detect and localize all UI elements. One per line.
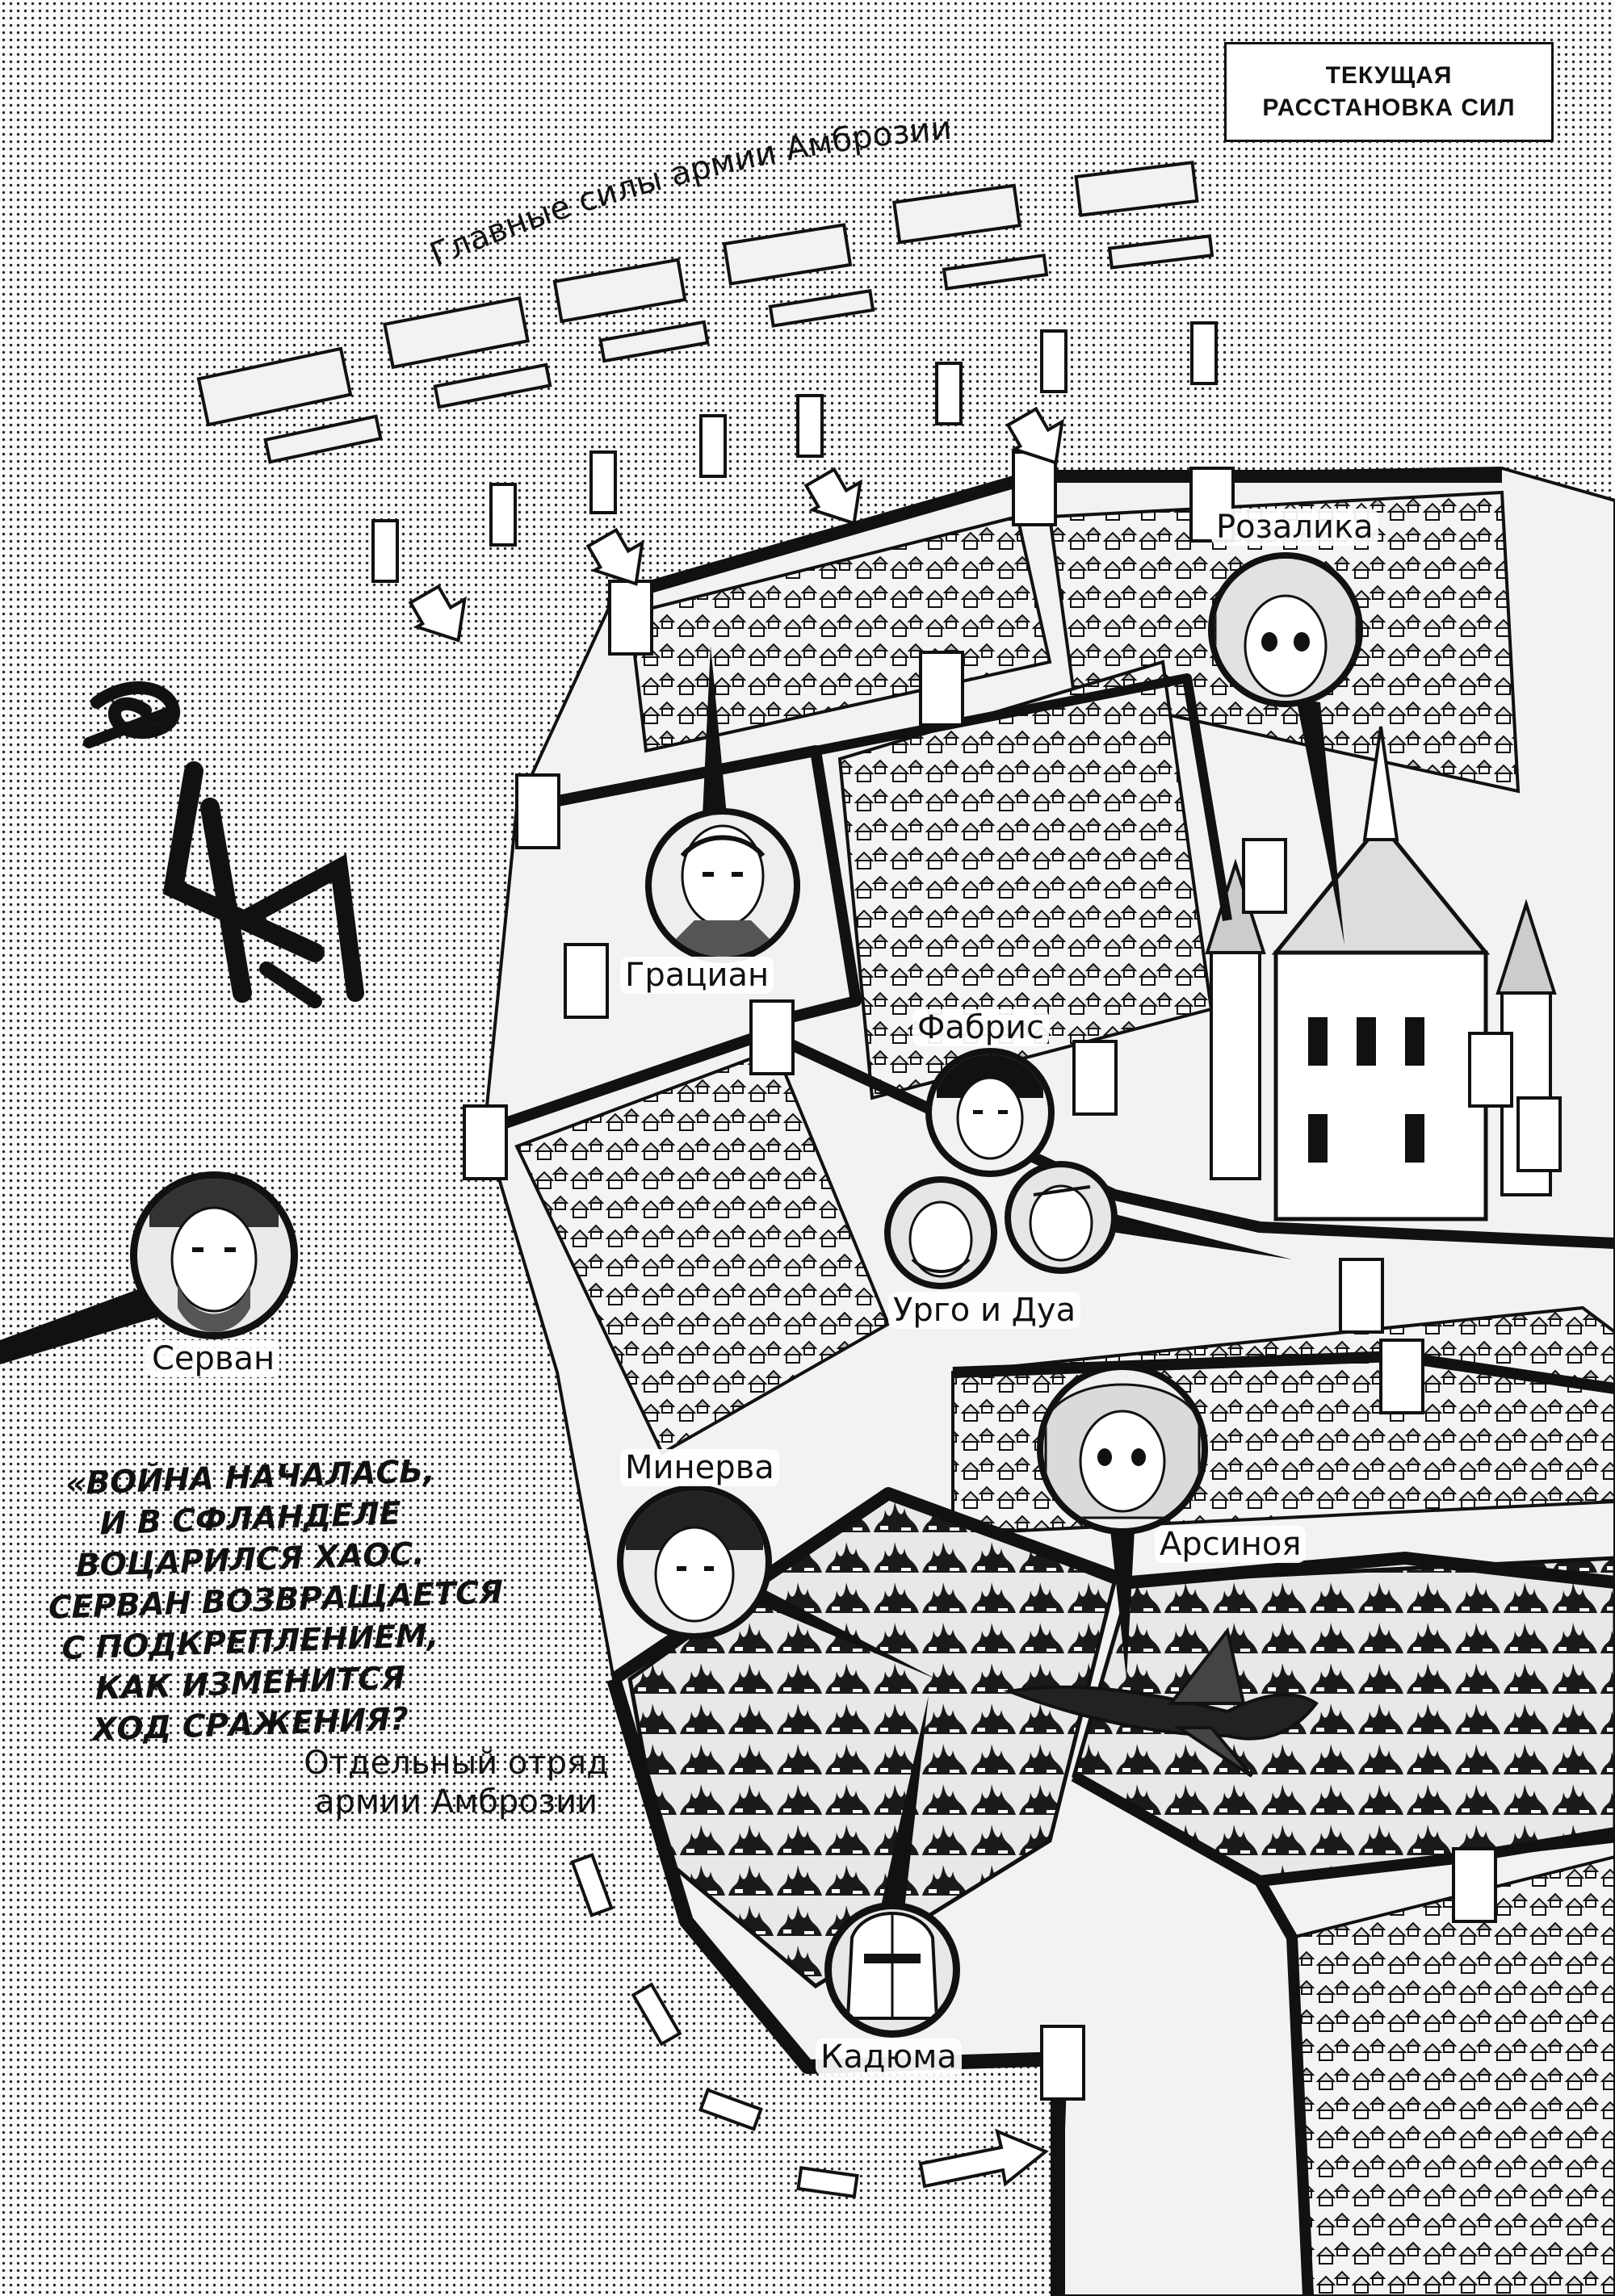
title-line-2: РАССТАНОВКА СИЛ [1262,94,1516,121]
detachment-line-2: армии Амброзии [314,1783,598,1820]
main-army-formations [196,161,1214,464]
label-gratsian: Грациан [620,957,774,994]
detachment-line-1: Отдельный отряд [304,1745,609,1782]
wall-towers [463,450,1562,2101]
portrait-gratsian [645,808,800,963]
label-fabris: Фабрис [912,1009,1049,1046]
portrait-rosalika [1208,552,1363,707]
portrait-arsinoya [1037,1364,1208,1535]
label-arsinoya: Арсиноя [1155,1526,1307,1563]
portrait-fabris [925,1048,1055,1177]
portrait-kadyuma [824,1902,960,2038]
detachment-route [570,1853,1049,2199]
title-box: ТЕКУЩАЯ РАССТАНОВКА СИЛ [1224,42,1554,142]
chapter-number-glyph [83,681,364,1008]
dragon-icon [1003,1627,1319,1778]
portrait-minerva [617,1485,772,1640]
label-rosalika: Розалика [1211,509,1378,546]
label-minerva: Минерва [620,1449,779,1486]
label-servan: Серван [147,1340,280,1377]
attack-arrows [408,406,1064,643]
detachment-label: Отдельный отряд армии Амброзии [266,1744,646,1821]
label-kadyuma: Кадюма [816,2038,962,2076]
siege-towers [371,321,1218,583]
portrait-servan [130,1171,298,1339]
portrait-urgo [884,1176,997,1289]
label-urgo-dua: Урго и Дуа [888,1292,1081,1329]
pointer-tails [0,646,1344,1909]
portrait-dua [1005,1161,1118,1274]
story-caption: «ВОЙНА НАЧАЛАСЬ, И В СФЛАНДЕЛЕ ВОЦАРИЛСЯ… [48,1450,503,1752]
title-line-1: ТЕКУЩАЯ [1325,62,1453,89]
chapter-number: 34 [202,807,212,816]
north-district [627,514,1052,753]
